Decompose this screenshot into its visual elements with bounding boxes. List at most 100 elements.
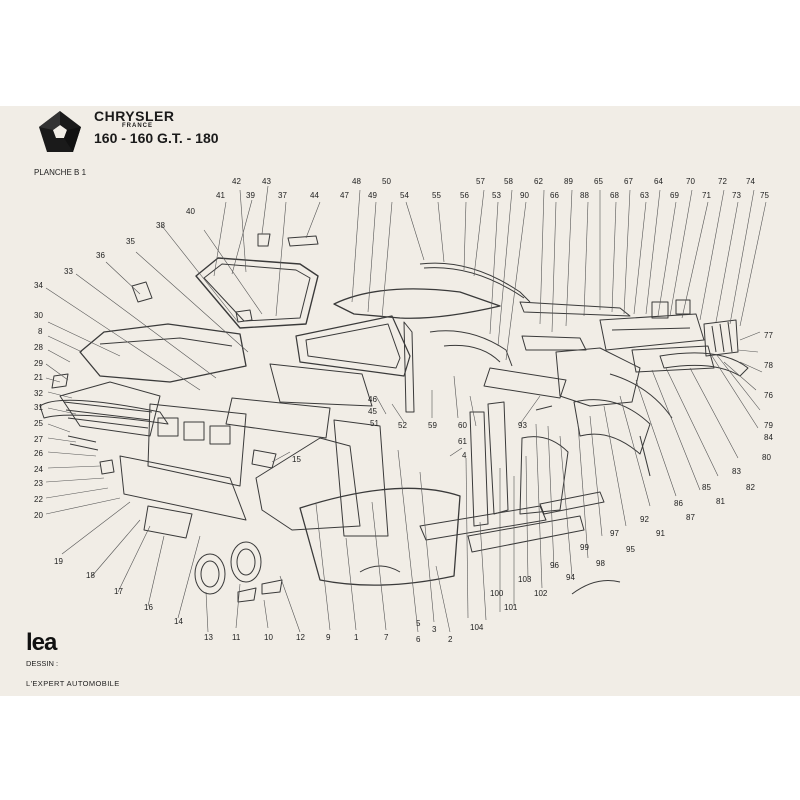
parts-sheet: CHRYSLER FRANCE 160 - 160 G.T. - 180 PLA…	[0, 106, 800, 696]
callout-56: 56	[460, 191, 469, 200]
callout-95: 95	[626, 545, 635, 554]
callout-51: 51	[370, 419, 379, 428]
callout-20: 20	[34, 511, 43, 520]
callout-39: 39	[246, 191, 255, 200]
lea-logo: lea	[26, 629, 59, 654]
callout-36: 36	[96, 251, 105, 260]
callout-44: 44	[310, 191, 319, 200]
callout-33: 33	[64, 267, 73, 276]
callout-3: 3	[432, 625, 437, 634]
callout-15: 15	[292, 455, 301, 464]
callout-38: 38	[156, 221, 165, 230]
callout-49: 49	[368, 191, 377, 200]
callout-16: 16	[144, 603, 153, 612]
callout-71: 71	[702, 191, 711, 200]
callout-99: 99	[580, 543, 589, 552]
callout-41: 41	[216, 191, 225, 200]
drawing-label: DESSIN :	[26, 659, 59, 668]
callout-83: 83	[732, 467, 741, 476]
callout-5: 5	[416, 619, 421, 628]
callout-80: 80	[762, 453, 771, 462]
callout-75: 75	[760, 191, 769, 200]
callout-64: 64	[654, 177, 663, 186]
exploded-body-diagram: 1 2 3 4 5 6 7 8 9 10 11 12 13 14 15 16 1…	[34, 177, 773, 644]
callout-89: 89	[564, 177, 573, 186]
callout-58: 58	[504, 177, 513, 186]
callout-86: 86	[674, 499, 683, 508]
callout-85: 85	[702, 483, 711, 492]
callout-55: 55	[432, 191, 441, 200]
callout-26: 26	[34, 449, 43, 458]
callout-91: 91	[656, 529, 665, 538]
callout-34: 34	[34, 281, 43, 290]
callout-96: 96	[550, 561, 559, 570]
callout-35: 35	[126, 237, 135, 246]
callout-42: 42	[232, 177, 241, 186]
callout-77: 77	[764, 331, 773, 340]
callout-98: 98	[596, 559, 605, 568]
callout-12: 12	[296, 633, 305, 642]
callout-79: 79	[764, 421, 773, 430]
callout-81: 81	[716, 497, 725, 506]
callout-17: 17	[114, 587, 123, 596]
callout-103: 103	[518, 575, 532, 584]
callout-65: 65	[594, 177, 603, 186]
drawing-credit: L'EXPERT AUTOMOBILE	[26, 679, 120, 688]
callout-47: 47	[340, 191, 349, 200]
callout-60: 60	[458, 421, 467, 430]
brand-subtitle: FRANCE	[122, 123, 153, 129]
callout-27: 27	[34, 435, 43, 444]
callout-32: 32	[34, 389, 43, 398]
callout-68: 68	[610, 191, 619, 200]
callout-7: 7	[384, 633, 389, 642]
callout-18: 18	[86, 571, 95, 580]
line-art	[39, 233, 749, 603]
callout-29: 29	[34, 359, 43, 368]
callout-62: 62	[534, 177, 543, 186]
callout-52: 52	[398, 421, 407, 430]
callout-54: 54	[400, 191, 409, 200]
callout-88: 88	[580, 191, 589, 200]
pentastar-icon	[39, 111, 81, 152]
callout-92: 92	[640, 515, 649, 524]
callout-84: 84	[764, 433, 773, 442]
callout-93: 93	[518, 421, 527, 430]
callout-40: 40	[186, 207, 195, 216]
callout-23: 23	[34, 479, 43, 488]
callout-57: 57	[476, 177, 485, 186]
callout-45: 45	[368, 407, 377, 416]
callout-4: 4	[462, 451, 467, 460]
callout-53: 53	[492, 191, 501, 200]
callout-78: 78	[764, 361, 773, 370]
model-list: 160 - 160 G.T. - 180	[94, 130, 219, 146]
callout-63: 63	[640, 191, 649, 200]
callout-14: 14	[174, 617, 183, 626]
callout-72: 72	[718, 177, 727, 186]
callout-24: 24	[34, 465, 43, 474]
callout-43: 43	[262, 177, 271, 186]
callout-28: 28	[34, 343, 43, 352]
callout-37: 37	[278, 191, 287, 200]
callout-82: 82	[746, 483, 755, 492]
callout-104: 104	[470, 623, 484, 632]
callout-30: 30	[34, 311, 43, 320]
leader-lines	[45, 185, 767, 633]
callout-13: 13	[204, 633, 213, 642]
callout-90: 90	[520, 191, 529, 200]
callout-10: 10	[264, 633, 273, 642]
callout-101: 101	[504, 603, 518, 612]
callout-48: 48	[352, 177, 361, 186]
callout-11: 11	[232, 633, 241, 642]
callout-59: 59	[428, 421, 437, 430]
callout-67: 67	[624, 177, 633, 186]
callout-21: 21	[34, 373, 43, 382]
callout-6: 6	[416, 635, 421, 644]
part-callouts: 1 2 3 4 5 6 7 8 9 10 11 12 13 14 15 16 1…	[34, 177, 773, 644]
callout-46: 46	[368, 395, 377, 404]
callout-1: 1	[354, 633, 359, 642]
lea-logo-text: lea	[26, 629, 58, 654]
callout-100: 100	[490, 589, 504, 598]
callout-87: 87	[686, 513, 695, 522]
callout-2: 2	[448, 635, 453, 644]
callout-74: 74	[746, 177, 755, 186]
